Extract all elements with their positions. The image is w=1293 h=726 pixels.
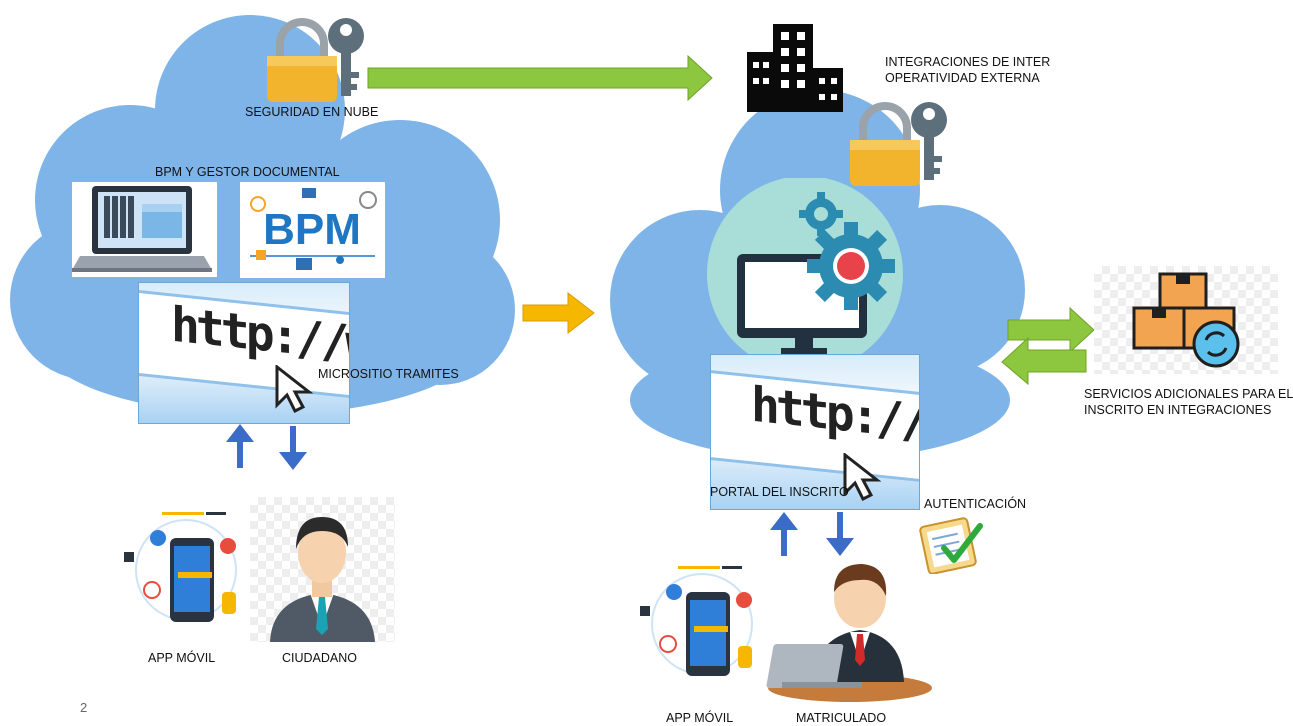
page-number: 2 — [80, 700, 88, 715]
label-integraciones-2: OPERATIVIDAD EXTERNA — [885, 71, 1040, 85]
cursor-arrow-icon — [275, 365, 314, 414]
yellow-arrow-middle — [522, 291, 595, 335]
green-arrow-top — [367, 54, 713, 102]
label-app-movil-left: APP MÓVIL — [148, 651, 216, 665]
label-integraciones-1: INTEGRACIONES DE INTER — [885, 55, 1051, 69]
matriculado-person-icon — [766, 564, 932, 702]
blue-arrow-down-left — [279, 426, 307, 470]
label-matriculado: MATRICULADO — [796, 711, 887, 725]
label-servicios-1: SERVICIOS ADICIONALES PARA EL — [1084, 387, 1293, 401]
cursor-arrow-icon-right — [843, 453, 882, 502]
building-icon — [747, 24, 843, 112]
boxes-sync-image — [1094, 266, 1278, 374]
blue-arrow-up-left — [226, 424, 254, 468]
blue-arrow-down-right — [826, 512, 854, 556]
lock-key-icon — [267, 18, 364, 102]
monitor-gear-icon — [707, 178, 903, 358]
label-app-movil-right: APP MÓVIL — [666, 711, 734, 725]
mobile-app-icon — [124, 512, 237, 622]
blue-arrow-up-right — [770, 512, 798, 556]
microsite-browser-image: http://www. — [138, 282, 350, 424]
label-ciudadano: CIUDADANO — [282, 651, 358, 665]
label-portal-inscrito: PORTAL DEL INSCRITO — [710, 485, 849, 499]
label-servicios-2: INSCRITO EN INTEGRACIONES — [1084, 403, 1272, 417]
portal-browser-image: http://www. — [710, 354, 920, 510]
bpm-logo-image: BPM — [240, 182, 385, 278]
label-bpm-gestor: BPM Y GESTOR DOCUMENTAL — [155, 165, 340, 179]
mobile-app-icon-right — [640, 566, 753, 676]
checklist-clipboard-icon — [919, 517, 983, 574]
green-arrow-right-in — [1001, 336, 1087, 386]
green-arrow-right-out — [1007, 306, 1095, 354]
laptop-folder-image — [72, 182, 217, 277]
lock-key-icon-right — [850, 102, 947, 186]
ciudadano-avatar-image — [250, 497, 395, 642]
label-seguridad-nube: SEGURIDAD EN NUBE — [245, 105, 379, 119]
bpm-logo-text: BPM — [263, 205, 361, 254]
label-autenticacion: AUTENTICACIÓN — [924, 497, 1027, 511]
label-microsite: MICROSITIO TRAMITES — [318, 367, 459, 381]
